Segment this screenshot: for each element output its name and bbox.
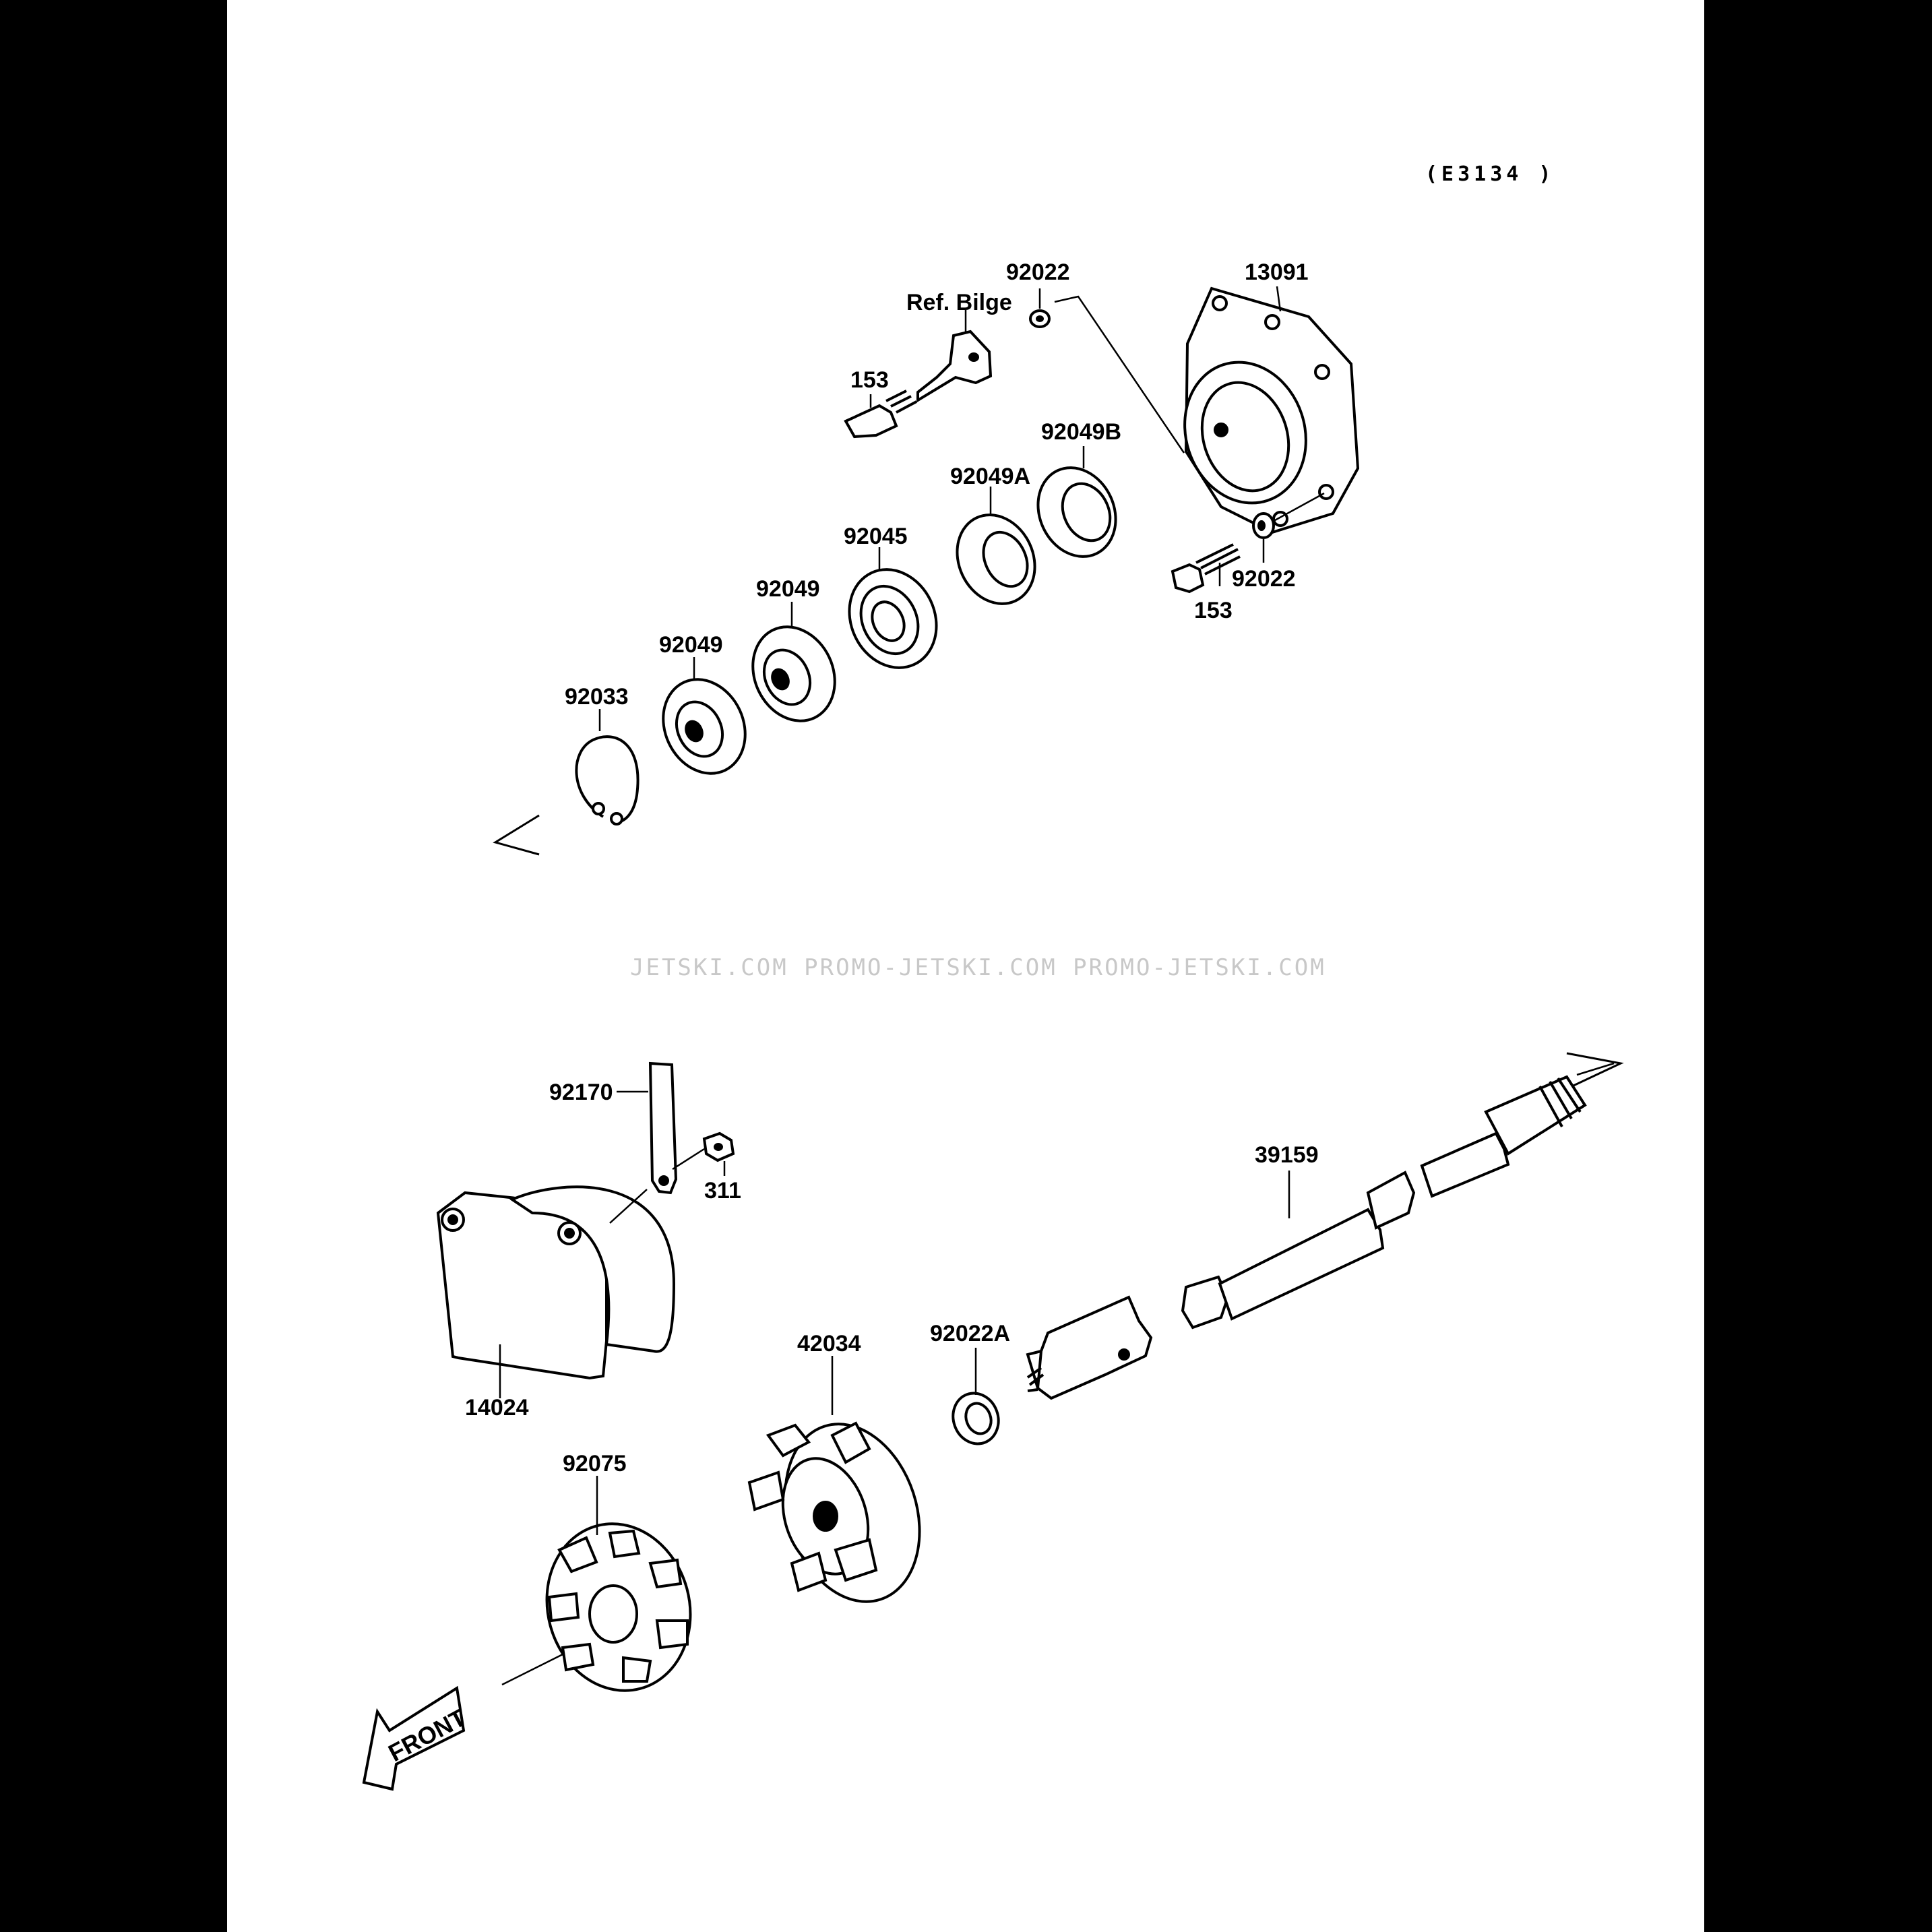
part-92049-oil-seal-b[interactable] — [738, 613, 850, 735]
part-92022A-washer[interactable] — [946, 1387, 1005, 1450]
label-14024: 14024 — [465, 1395, 529, 1421]
part-92022-washer-top[interactable] — [1029, 309, 1051, 328]
label-92045: 92045 — [844, 524, 908, 549]
label-92049B: 92049B — [1041, 419, 1121, 445]
part-311-nut[interactable] — [702, 1131, 735, 1162]
leader-92022-to-housing — [1054, 295, 1185, 454]
label-92033: 92033 — [565, 684, 629, 710]
label-92170: 92170 — [549, 1080, 613, 1105]
part-92049-oil-seal-a[interactable] — [648, 666, 760, 787]
leader-14024-to-strap — [609, 1189, 648, 1224]
label-92049-b: 92049 — [756, 576, 820, 602]
label-153-bottom: 153 — [1194, 598, 1233, 623]
part-bilge-fitting[interactable] — [916, 330, 993, 403]
diagram-code: (E3134 ) — [1425, 162, 1555, 186]
part-42034-coupling[interactable] — [747, 1406, 941, 1619]
part-14024-coupling-cover[interactable] — [436, 1185, 676, 1380]
label-92049A: 92049A — [950, 464, 1030, 489]
label-42034: 42034 — [797, 1331, 861, 1357]
label-153-top: 153 — [850, 367, 889, 393]
assembly-direction-chevron-left — [493, 814, 540, 856]
label-92049-a: 92049 — [659, 632, 723, 658]
label-92022A: 92022A — [930, 1321, 1010, 1346]
leader-92022-to-housing-hole — [1274, 492, 1325, 522]
part-92170-ground-strap[interactable] — [648, 1061, 678, 1195]
part-92049A-oil-seal[interactable] — [943, 502, 1049, 617]
part-92045-ball-bearing[interactable] — [834, 555, 952, 682]
leader-92075-axis — [501, 1653, 563, 1686]
part-92033-circlip[interactable] — [575, 735, 640, 825]
label-92022-bottom: 92022 — [1232, 566, 1296, 592]
part-39159-drive-shaft[interactable] — [1026, 1075, 1587, 1400]
label-311: 311 — [704, 1178, 741, 1204]
label-13091: 13091 — [1245, 259, 1309, 285]
part-153-bolt-bottom[interactable] — [1171, 543, 1241, 594]
watermark: JETSKI.COM PROMO-JETSKI.COM PROMO-JETSKI… — [630, 954, 1326, 981]
part-13091-bearing-housing[interactable] — [1167, 286, 1360, 534]
label-39159: 39159 — [1255, 1142, 1319, 1168]
part-92022-washer-bottom[interactable] — [1252, 512, 1275, 539]
assembly-direction-chevron-right — [1563, 1052, 1624, 1092]
label-92075: 92075 — [563, 1451, 627, 1476]
leader-13091 — [1276, 286, 1282, 312]
label-ref-bilge: Ref. Bilge — [906, 290, 1012, 315]
part-92075-rubber-damper[interactable] — [528, 1507, 709, 1707]
part-153-bolt-top[interactable] — [844, 389, 917, 439]
label-92022-top: 92022 — [1006, 259, 1070, 285]
leader-311-to-strap — [672, 1148, 705, 1171]
shaft-axis-line — [1576, 1062, 1615, 1076]
part-92049B-oil-seal[interactable] — [1024, 455, 1129, 569]
